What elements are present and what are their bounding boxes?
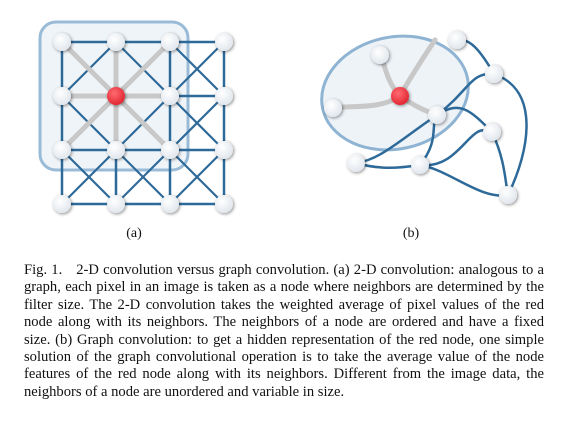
graph-node <box>411 156 429 174</box>
figure-illustration <box>38 20 528 213</box>
grid-edge <box>168 40 226 98</box>
grid-node <box>107 195 125 213</box>
graph-node <box>485 65 503 83</box>
grid-edge <box>168 148 226 206</box>
grid-node <box>161 33 179 51</box>
grid-node <box>215 195 233 213</box>
subfigure-label-b: (b) <box>402 226 420 241</box>
grid-node <box>215 87 233 105</box>
grid-node <box>53 87 71 105</box>
grid-node <box>161 195 179 213</box>
figure-caption: Fig. 1.2-D convolution versus graph conv… <box>24 262 544 401</box>
caption-text: 2-D convolution versus graph convolution… <box>24 262 544 400</box>
grid-edge <box>113 39 173 99</box>
graph-node <box>448 31 466 49</box>
grid-node <box>161 87 179 105</box>
red-node <box>391 87 409 105</box>
graph-node <box>428 106 446 124</box>
grid-edge <box>113 93 173 153</box>
panel-a-grid <box>38 20 233 213</box>
grid-node <box>215 141 233 159</box>
caption-fig-label: Fig. 1. <box>24 262 63 278</box>
grid-node <box>215 33 233 51</box>
graph-node <box>371 46 389 64</box>
graph-node <box>324 99 342 117</box>
grid-edge <box>114 148 172 206</box>
grid-node <box>53 33 71 51</box>
grid-edge <box>59 39 119 99</box>
panel-b-graph <box>320 31 528 204</box>
grid-node <box>53 195 71 213</box>
graph-node <box>499 186 517 204</box>
grid-node <box>53 141 71 159</box>
grid-node <box>107 141 125 159</box>
red-node <box>107 87 125 105</box>
graph-node <box>483 123 501 141</box>
graph-node <box>347 154 365 172</box>
graph-nodes <box>324 31 517 204</box>
grid-edge <box>168 94 226 152</box>
grid-node <box>161 141 179 159</box>
grid-edge <box>60 148 118 206</box>
grid-edge <box>59 93 119 153</box>
subfigure-label-a: (a) <box>126 226 142 241</box>
grid-node <box>107 33 125 51</box>
grid-nodes <box>53 33 233 213</box>
